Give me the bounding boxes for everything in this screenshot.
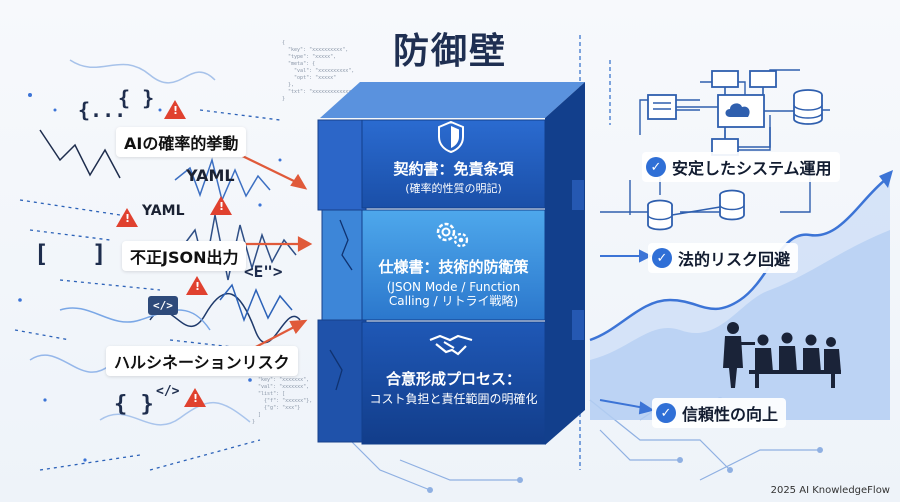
check-icon: ✓ (656, 403, 676, 423)
bracket-close-symbol: ] (92, 240, 107, 268)
layer-subtext: コスト負担と責任範囲の明確化 (369, 392, 538, 406)
benefit-legal-risk: ✓ 法的リスク回避 (648, 243, 799, 273)
code-snippet-top: { "key": "xxxxxxxxxx", "type": "xxxxx", … (282, 40, 370, 102)
check-icon: ✓ (646, 157, 666, 177)
handshake-icon (429, 334, 473, 356)
tag-symbol-bottom: </> (156, 384, 180, 399)
layer-subtext: (確率的性質の明記) (405, 182, 502, 195)
warning-icon: ! (184, 388, 206, 407)
warning-icon: ! (186, 276, 208, 295)
check-icon: ✓ (652, 248, 672, 268)
defense-wall (317, 82, 585, 445)
system-diagram (647, 70, 823, 231)
wall-layer-spec: 仕様書：技術的防衛策 (JSON Mode / Function Calling… (362, 256, 545, 308)
label-invalid-json: 不正JSON出力 (122, 241, 247, 271)
team-silhouette (723, 322, 841, 388)
benefit-label: 法的リスク回避 (678, 250, 791, 269)
gear-icon (436, 222, 469, 248)
benefit-label: 信頼性の向上 (682, 405, 779, 424)
code-brace-symbol: {... (78, 98, 127, 122)
label-yaml-2: YAML (142, 203, 185, 219)
layer-subtext: (JSON Mode / Function Calling / リトライ戦略) (386, 280, 521, 308)
brace-symbol-bottom: { } (114, 392, 154, 417)
tag-symbol: <E"> (244, 262, 283, 281)
benefit-stable-operation: ✓ 安定したシステム運用 (642, 152, 840, 182)
label-yaml-1: YAML (186, 166, 235, 185)
benefit-label: 安定したシステム運用 (672, 159, 832, 178)
warning-icon: ! (210, 196, 232, 215)
warning-icon: ! (116, 208, 138, 227)
label-ai-behavior: AIの確率的挙動 (116, 127, 247, 157)
layer-heading: 仕様書：技術的防衛策 (378, 258, 529, 276)
layer-heading: 合意形成プロセス： (385, 370, 521, 388)
shield-icon (438, 120, 464, 154)
code-snippet-bottom: { "key": "xxxxxxx", "val": "xxxxxxx", "l… (252, 370, 313, 425)
wall-layer-consensus: 合意形成プロセス： コスト負担と責任範囲の明確化 (362, 368, 545, 406)
layer-heading: 契約書：免責条項 (393, 160, 514, 178)
label-hallucination: ハルシネーションリスク (106, 346, 298, 376)
page-title: 防御壁 (392, 31, 507, 72)
footer-credit: 2025 AI KnowledgeFlow (770, 485, 890, 496)
wall-layer-contract: 契約書：免責条項 (確率的性質の明記) (362, 158, 545, 196)
brace-symbol: { } (118, 86, 155, 110)
benefit-reliability: ✓ 信頼性の向上 (652, 398, 787, 428)
code-tag-icon: </> (148, 296, 178, 315)
bracket-open-symbol: [ (34, 240, 49, 268)
warning-icon: ! (164, 100, 186, 119)
